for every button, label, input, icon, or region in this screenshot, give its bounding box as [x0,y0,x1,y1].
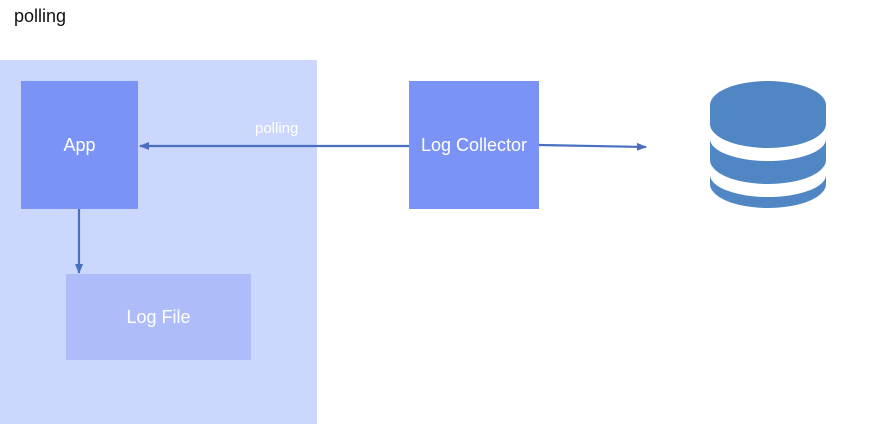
app-node-label: App [63,134,96,155]
log-file-node-label: Log File [126,306,191,327]
log-collector-node-label: Log Collector [420,134,528,155]
polling-edge-label: polling [255,120,299,137]
collector-to-database-arrow [538,142,647,151]
log-collector-node: Log Collector [409,81,539,209]
diagram-title: polling [14,6,67,26]
app-node: App [21,81,138,209]
database-icon [710,81,826,208]
log-file-node: Log File [66,274,251,360]
